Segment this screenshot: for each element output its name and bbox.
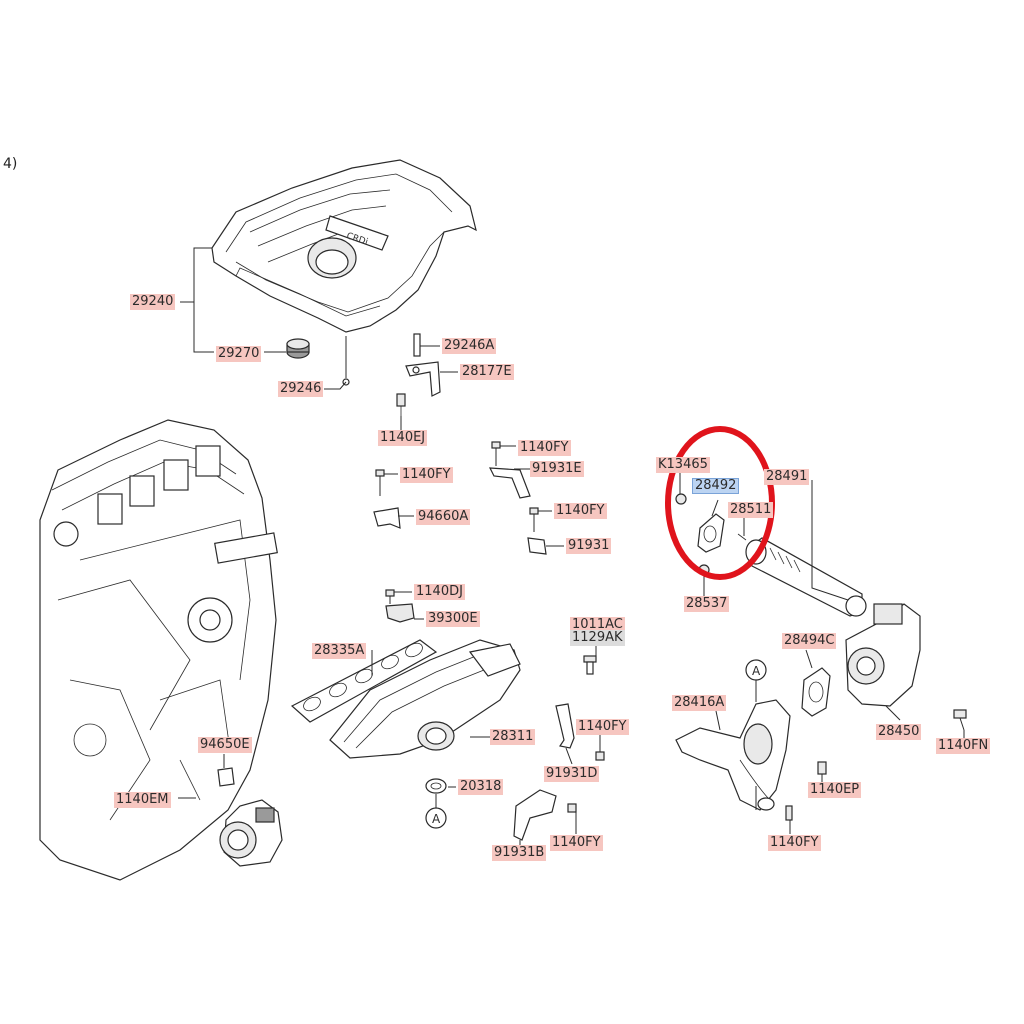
egr-gasket-28492-drawing: [675, 493, 747, 576]
bracket-91931-drawing: [527, 507, 547, 555]
intake-manifold-drawing: [329, 639, 521, 759]
clip-94650E-drawing: [217, 767, 235, 787]
part-label-28311[interactable]: 28311: [490, 729, 536, 745]
bolt-1140FN-drawing: [953, 709, 967, 731]
engine-block-drawing: [39, 419, 278, 881]
bolt-1140EP-drawing: [817, 761, 827, 775]
bracket-94660A-drawing: [373, 469, 401, 529]
part-label-1140EM[interactable]: 1140EM: [114, 792, 171, 808]
part-label-29246[interactable]: 29246: [278, 381, 324, 397]
bolt-1140FY-right-drawing: [785, 805, 793, 821]
callout-a-bottom: [425, 794, 447, 829]
part-label-28335A[interactable]: 28335A: [312, 643, 367, 659]
part-label-28494C[interactable]: 28494C: [782, 633, 837, 649]
part-label-91931[interactable]: 91931: [566, 538, 612, 554]
part-label-28177E[interactable]: 28177E: [460, 364, 514, 380]
stud-drawing: [342, 336, 350, 386]
part-label-94650E[interactable]: 94650E: [198, 737, 252, 753]
part-label-1140EP[interactable]: 1140EP: [808, 782, 862, 798]
callout-letter-a-right: A: [752, 664, 761, 678]
part-label-28511[interactable]: 28511: [728, 502, 774, 518]
part-label-1140FN[interactable]: 1140FN: [936, 738, 991, 754]
bracket-91931D-drawing: [555, 703, 605, 761]
bracket-91931E-drawing: [488, 441, 531, 499]
part-label-1140FY-mid[interactable]: 1140FY: [554, 503, 607, 519]
callout-a-right: [745, 659, 767, 681]
egr-gasket-28494C-drawing: [801, 667, 831, 717]
gasket-20318-drawing: [425, 778, 447, 794]
part-label-29240[interactable]: 29240: [130, 294, 176, 310]
part-label-1140FY-egr[interactable]: 1140FY: [768, 835, 821, 851]
bracket-91931B-drawing: [513, 789, 577, 841]
part-label-1140FY-right-mid[interactable]: 1140FY: [576, 719, 629, 735]
grommet-drawing: [286, 338, 310, 359]
part-label-91931B[interactable]: 91931B: [492, 845, 547, 861]
part-label-1129AK[interactable]: 1129AK: [570, 630, 625, 646]
part-label-28537[interactable]: 28537: [684, 596, 730, 612]
part-label-20318[interactable]: 20318: [458, 779, 504, 795]
part-label-91931D[interactable]: 91931D: [544, 766, 600, 782]
bolt-1011AC-drawing: [583, 655, 597, 675]
part-label-1011AC[interactable]: 1011AC: [570, 617, 625, 633]
page-reference: 4): [3, 156, 18, 172]
part-label-K13465[interactable]: K13465: [656, 457, 710, 473]
cover-bracket-drawing: [396, 333, 441, 416]
callout-letter-a-bottom: A: [432, 812, 441, 826]
part-label-29246A[interactable]: 29246A: [442, 338, 497, 354]
part-label-28491[interactable]: 28491: [764, 469, 810, 485]
engine-cover-drawing: CRDi: [211, 159, 477, 333]
part-label-28450[interactable]: 28450: [876, 724, 922, 740]
part-label-1140FY-bottom[interactable]: 1140FY: [550, 835, 603, 851]
part-label-1140FY-left[interactable]: 1140FY: [400, 467, 453, 483]
egr-pipe-drawing: [745, 537, 867, 617]
part-label-1140DJ[interactable]: 1140DJ: [414, 584, 465, 600]
part-label-28416A[interactable]: 28416A: [672, 695, 727, 711]
part-label-39300E[interactable]: 39300E: [426, 611, 480, 627]
sensor-39300E-drawing: [385, 589, 415, 623]
throttle-body-drawing: [219, 799, 283, 867]
part-label-28492-selected[interactable]: 28492: [692, 478, 740, 494]
part-label-29270[interactable]: 29270: [216, 346, 262, 362]
part-label-94660A[interactable]: 94660A: [416, 509, 471, 525]
part-label-1140EJ[interactable]: 1140EJ: [378, 430, 428, 446]
part-label-1140FY-top[interactable]: 1140FY: [518, 440, 571, 456]
egr-cooler-drawing: [675, 680, 791, 811]
egr-valve-drawing: [845, 603, 921, 707]
part-label-91931E[interactable]: 91931E: [530, 461, 584, 477]
